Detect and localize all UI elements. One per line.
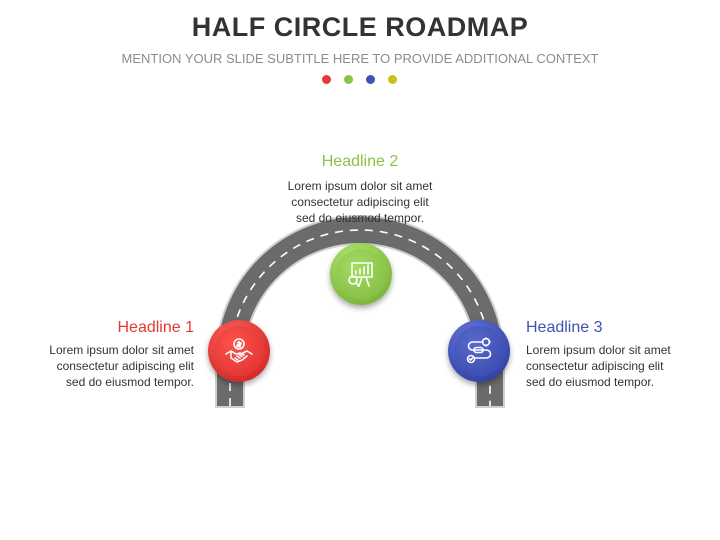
dot-yellow [388, 75, 397, 84]
dot-red [322, 75, 331, 84]
body-line: Lorem ipsum dolor sit amet [287, 179, 433, 193]
headline-1: Headline 1 [117, 319, 195, 336]
headline-3: Headline 3 [526, 319, 603, 336]
body-line: consectetur adipiscing elit [526, 359, 664, 373]
color-dots [322, 74, 402, 86]
route-path-icon [466, 337, 492, 364]
step-3-node-inner [454, 326, 504, 376]
slide-subtitle: MENTION YOUR SLIDE SUBTITLE HERE TO PROV… [121, 51, 599, 66]
body-line: sed do eiusmod tempor. [526, 375, 655, 389]
body-text-1: Lorem ipsum dolor sit amet consectetur a… [20, 342, 194, 390]
step-1-node-inner [214, 326, 264, 376]
body-line: Lorem ipsum dolor sit amet [526, 343, 671, 357]
dot-green [344, 75, 353, 84]
body-line: Lorem ipsum dolor sit amet [49, 343, 194, 357]
presentation-chart-icon [348, 262, 373, 287]
body-text-2: Lorem ipsum dolor sit amet consectetur a… [250, 178, 470, 226]
body-text-3: Lorem ipsum dolor sit amet consectetur a… [526, 342, 706, 390]
body-line: sed do eiusmod tempor. [295, 211, 425, 225]
body-line: consectetur adipiscing elit [56, 359, 194, 373]
body-line: consectetur adipiscing elit [291, 195, 429, 209]
step-1-node [208, 320, 270, 382]
body-line: sed do eiusmod tempor. [65, 375, 194, 389]
step-2-node-inner [336, 249, 386, 299]
handshake-dollar-icon [225, 338, 253, 363]
dot-blue [366, 75, 375, 84]
slide-title: HALF CIRCLE ROADMAP [191, 12, 529, 42]
step-2-node [330, 243, 392, 305]
road-asphalt [217, 217, 503, 406]
step-3-node [448, 320, 510, 382]
headline-2: Headline 2 [321, 153, 399, 170]
